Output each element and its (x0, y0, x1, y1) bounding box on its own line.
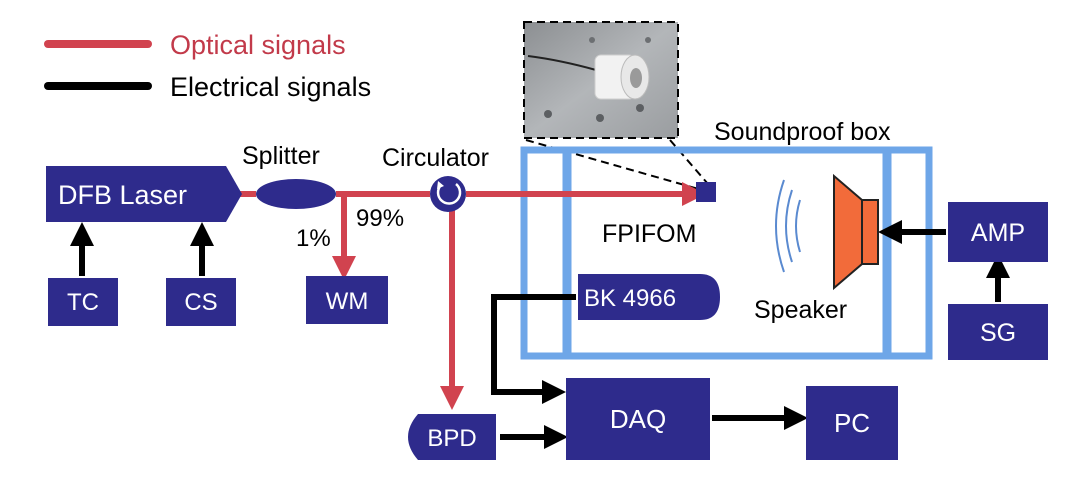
tc-label: TC (67, 289, 99, 316)
wm-label: WM (326, 288, 369, 315)
optical-paths (240, 182, 706, 410)
circulator: Circulator (382, 144, 489, 212)
electrical-paths (70, 220, 1010, 449)
speaker-icon: Speaker (754, 173, 879, 324)
cs-label: CS (184, 289, 217, 316)
circulator-label: Circulator (382, 144, 489, 172)
bk4966-block: BK 4966 (578, 274, 720, 320)
tc-block: TC (48, 278, 118, 326)
dfb-laser-block: DFB Laser (46, 166, 242, 222)
legend-electrical-label: Electrical signals (170, 72, 371, 102)
wm-block: WM (306, 276, 388, 324)
split-99pct-label: 99% (356, 205, 404, 232)
fpifom-photo-inset (523, 21, 709, 191)
legend: Optical signals Electrical signals (44, 30, 371, 102)
amp-block: AMP (948, 202, 1048, 262)
split-1pct-label: 1% (296, 225, 331, 252)
bpd-block: BPD (408, 414, 496, 460)
sound-waves-icon (775, 179, 801, 273)
bpd-label: BPD (427, 425, 476, 452)
splitter-label: Splitter (242, 142, 320, 170)
dfb-laser-label: DFB Laser (58, 180, 187, 210)
soundproof-box: Soundproof box (520, 118, 933, 360)
amp-label: AMP (971, 219, 1025, 247)
daq-block: DAQ (566, 378, 710, 460)
splitter: Splitter 1% 99% (242, 142, 404, 252)
bk4966-label: BK 4966 (584, 285, 676, 312)
daq-label: DAQ (610, 404, 666, 434)
pc-block: PC (806, 386, 898, 460)
fpifom-sensor: FPIFOM (602, 182, 716, 248)
pc-label: PC (834, 408, 870, 438)
sg-block: SG (948, 304, 1048, 360)
cs-block: CS (166, 278, 236, 326)
legend-optical-label: Optical signals (170, 30, 346, 60)
soundproof-box-label: Soundproof box (714, 118, 891, 146)
speaker-label: Speaker (754, 296, 847, 324)
sg-label: SG (980, 319, 1016, 347)
fpifom-label: FPIFOM (602, 220, 696, 248)
